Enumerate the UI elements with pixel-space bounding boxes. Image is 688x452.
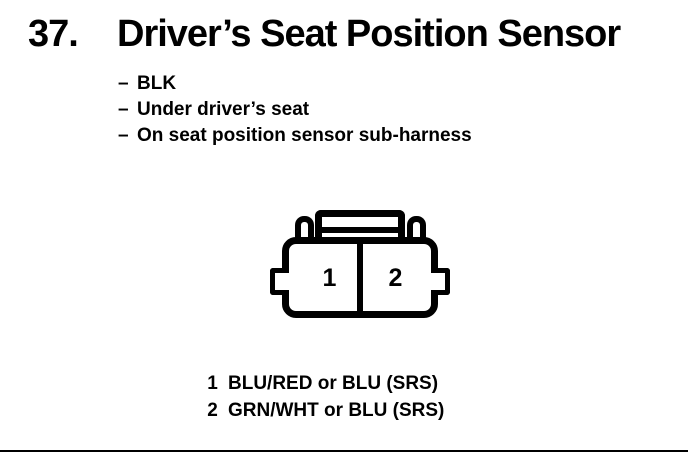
- connector-diagram: 1 2: [262, 205, 458, 330]
- connector-side-tab-right: [431, 268, 450, 295]
- dash-bullet: –: [118, 125, 129, 146]
- detail-item-wire-color: – BLK: [118, 71, 472, 97]
- detail-list: – BLK – Under driver’s seat – On seat po…: [118, 71, 472, 149]
- detail-item-location: – Under driver’s seat: [118, 97, 472, 123]
- detail-item-harness: – On seat position sensor sub-harness: [118, 123, 472, 149]
- connector-side-tab-left: [270, 268, 289, 295]
- legend-wire-colors: GRN/WHT or BLU (SRS): [228, 400, 445, 421]
- legend-row-pin-2: 2 GRN/WHT or BLU (SRS): [206, 397, 444, 424]
- section-divider-rule: [0, 450, 688, 452]
- legend-pin-number: 2: [207, 400, 218, 421]
- dash-bullet: –: [118, 99, 129, 120]
- dash-bullet: –: [118, 73, 129, 94]
- detail-text: Under driver’s seat: [137, 99, 310, 120]
- item-number: 37.: [28, 13, 79, 55]
- legend-pin-number: 1: [207, 373, 218, 394]
- legend-wire-colors: BLU/RED or BLU (SRS): [228, 373, 439, 394]
- detail-text: BLK: [137, 73, 177, 94]
- cavity-number-1: 1: [322, 264, 337, 292]
- pin-legend: 1 BLU/RED or BLU (SRS) 2 GRN/WHT or BLU …: [206, 370, 444, 424]
- page-title: Driver’s Seat Position Sensor: [117, 13, 621, 55]
- legend-row-pin-1: 1 BLU/RED or BLU (SRS): [206, 370, 444, 397]
- detail-text: On seat position sensor sub-harness: [137, 125, 472, 146]
- cavity-number-2: 2: [388, 264, 403, 292]
- cavity-divider: [357, 241, 363, 315]
- connector-latch-rib: [320, 227, 400, 233]
